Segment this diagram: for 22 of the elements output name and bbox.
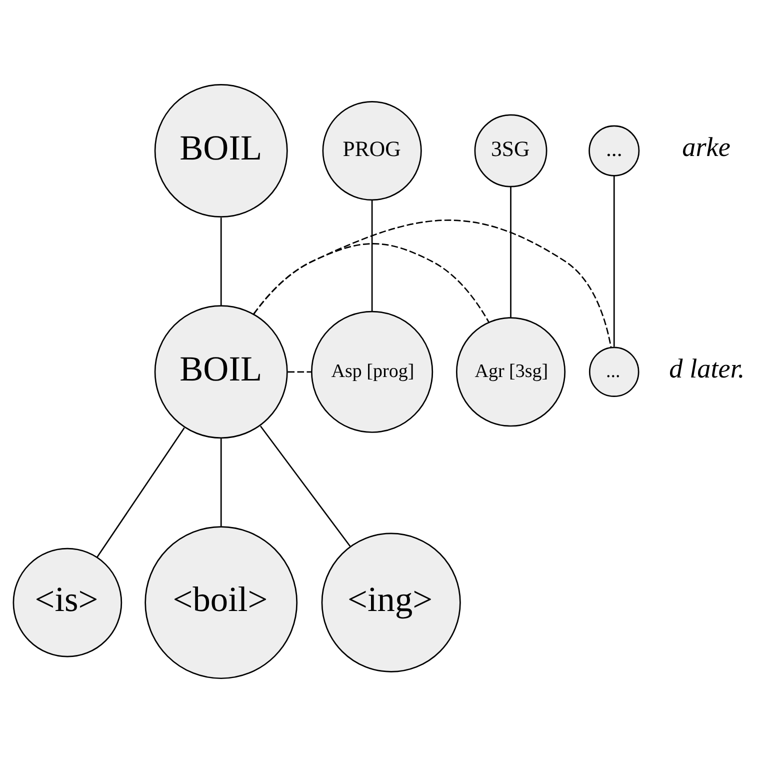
node-circle: <is> xyxy=(12,547,122,657)
node-circle: <boil> xyxy=(144,526,298,679)
node-circle: BOIL xyxy=(154,304,288,438)
node-circle: ... xyxy=(588,346,640,397)
node-circle: Asp [prog] xyxy=(311,310,434,432)
node-circle: ... xyxy=(588,124,640,176)
node-circle: PROG xyxy=(322,100,422,200)
node-circle: <ing> xyxy=(321,532,461,672)
label: d later. xyxy=(669,352,745,383)
node-circle: Agr [3sg] xyxy=(456,316,566,426)
connector xyxy=(371,200,373,311)
connector xyxy=(510,186,512,318)
node-circle: 3SG xyxy=(474,114,548,187)
node-circle: BOIL xyxy=(154,84,288,218)
connector xyxy=(96,426,185,558)
label: arke xyxy=(682,132,730,162)
connector xyxy=(220,438,222,526)
connector xyxy=(613,175,615,346)
connector xyxy=(253,219,612,348)
connector xyxy=(220,217,222,305)
connector xyxy=(260,425,351,546)
connector xyxy=(288,370,312,372)
